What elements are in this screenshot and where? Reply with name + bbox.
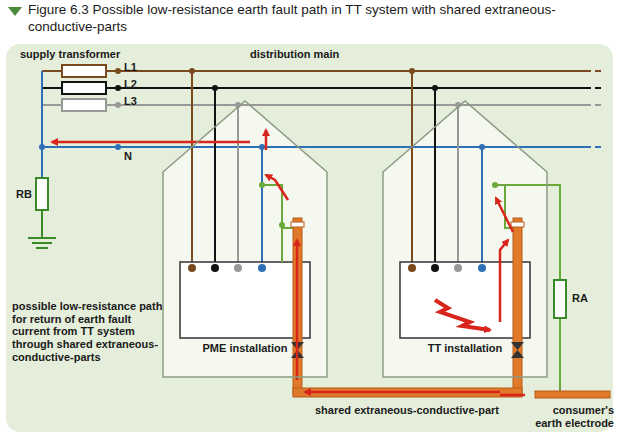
electrode-label: consumer's earth electrode: [530, 404, 614, 429]
house-outline: TT installation: [382, 100, 548, 378]
resistance-label: RA: [572, 292, 588, 305]
house-outline: PME installation: [162, 100, 328, 378]
transformer-label: supply transformer: [20, 48, 120, 61]
line-label: L2: [124, 78, 137, 91]
note-text: possible low-resistance path for return …: [12, 300, 167, 363]
house-shape: [382, 100, 548, 378]
line-label: L3: [124, 95, 137, 108]
figure-title: Figure 6.3 Possible low-resistance earth…: [28, 2, 608, 36]
house-shape: [162, 100, 328, 378]
neutral-label: N: [124, 150, 132, 163]
installation-label: TT installation: [428, 342, 503, 354]
main-label: distribution main: [250, 48, 339, 61]
resistance-label: RB: [16, 188, 32, 201]
line-label: L1: [124, 61, 137, 74]
installation-label: PME installation: [203, 342, 288, 354]
pipe-label: shared extraneous-conductive-part: [315, 404, 499, 417]
title-marker: [0, 0, 1, 1]
